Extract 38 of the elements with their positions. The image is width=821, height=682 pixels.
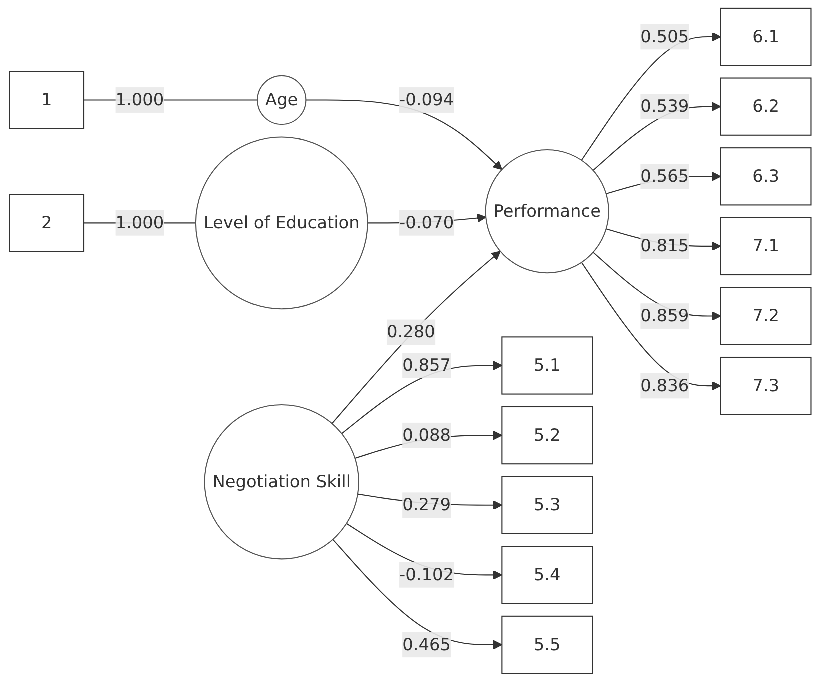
edge-label: 0.465 xyxy=(402,634,452,654)
node-circle: Age xyxy=(257,75,307,126)
arrow xyxy=(332,251,501,424)
edge-label: 0.857 xyxy=(402,355,452,376)
edge-label: 0.279 xyxy=(402,494,452,515)
node-box: 5.4 xyxy=(502,546,594,604)
edge-label: 0.505 xyxy=(640,26,690,47)
node-circle: Performance xyxy=(485,149,610,274)
edge-label: 1.000 xyxy=(116,90,164,110)
edge-label: 1.000 xyxy=(116,212,164,233)
edge-label: -0.094 xyxy=(400,90,454,110)
node-box: 5.5 xyxy=(502,616,594,674)
node-circle: Level of Education xyxy=(195,136,368,310)
node-box: 7.3 xyxy=(720,356,812,416)
node-box: 6.1 xyxy=(720,8,812,66)
node-box: 7.2 xyxy=(720,287,812,346)
edge-label: 0.565 xyxy=(640,166,690,186)
arrow xyxy=(581,262,722,391)
arrow xyxy=(306,100,503,170)
edge-label: 0.836 xyxy=(640,375,690,396)
edge-label: -0.070 xyxy=(400,212,454,233)
node-box: 1 xyxy=(9,71,85,130)
node-box: 6.2 xyxy=(720,78,812,136)
node-box: 7.1 xyxy=(720,217,812,276)
edge-label: 0.280 xyxy=(386,322,436,342)
node-box: 5.1 xyxy=(502,336,594,395)
node-box: 5.3 xyxy=(502,476,594,534)
edge-label: 0.859 xyxy=(640,306,690,326)
node-box: 5.2 xyxy=(502,406,594,465)
node-circle: Negotiation Skill xyxy=(204,404,360,560)
node-box: 2 xyxy=(9,194,85,252)
node-box: 6.3 xyxy=(720,148,812,206)
edge-label: 0.088 xyxy=(402,424,452,446)
arrow xyxy=(332,539,503,650)
edge-label: 0.539 xyxy=(640,96,690,116)
edge-label: 0.815 xyxy=(640,236,690,256)
arrow xyxy=(581,32,722,161)
edge-label: -0.102 xyxy=(400,564,454,585)
